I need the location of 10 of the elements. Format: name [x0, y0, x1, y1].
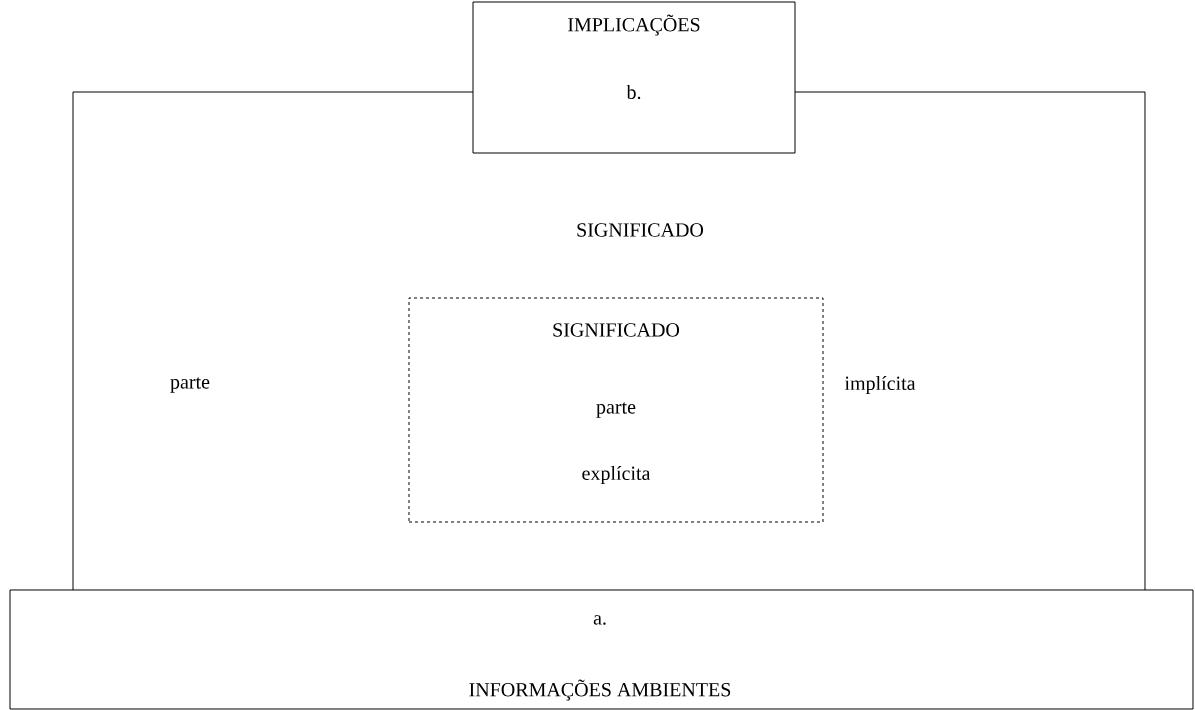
box-label: SIGNIFICADO — [577, 223, 704, 237]
box-label: parte — [596, 402, 636, 418]
box-label: SIGNIFICADO — [553, 323, 680, 337]
box-label: IMPLICAÇÕES — [568, 14, 700, 36]
box-label: explícita — [582, 465, 651, 485]
box-label: INFORMAÇÕES AMBIENTES — [469, 679, 731, 701]
box-label: implícita — [844, 375, 916, 395]
box-label: a. — [593, 615, 606, 625]
box-label: parte — [170, 377, 210, 393]
box-label: b. — [626, 84, 641, 100]
